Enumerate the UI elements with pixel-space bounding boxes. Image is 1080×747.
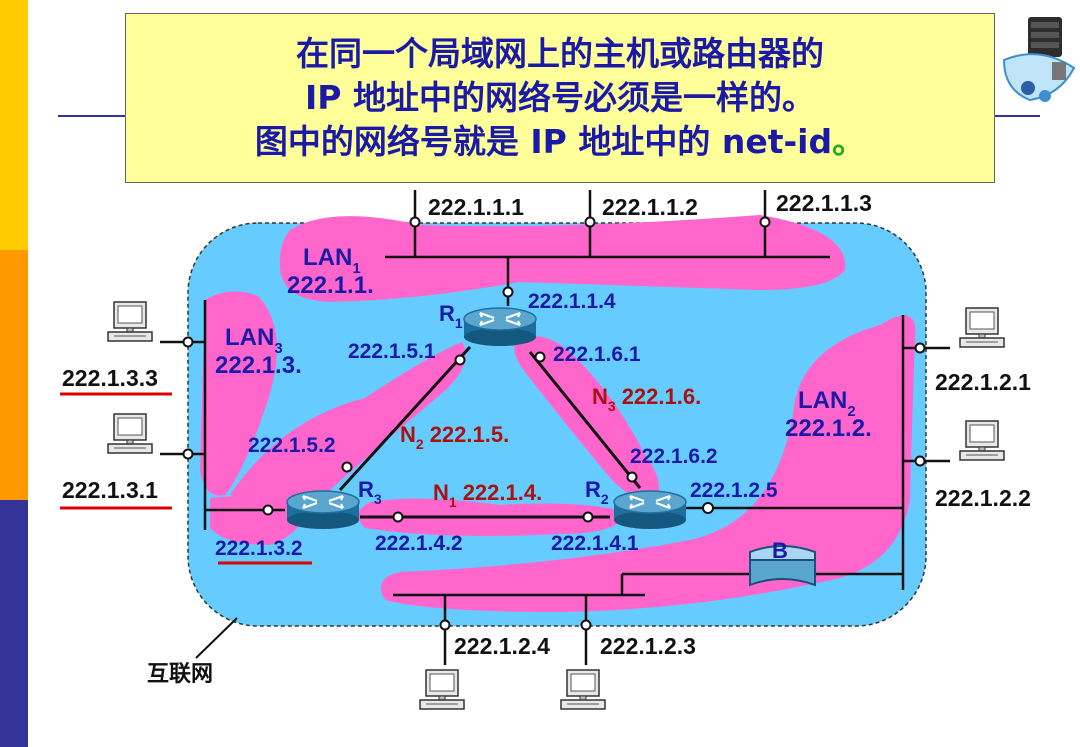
port-dot [702,502,714,514]
sidebar-stripe-yellow [0,0,28,250]
addr-r2-lan2: 222.1.2.5 [690,479,778,502]
network-clipart-icon [1002,17,1076,102]
port-dot [341,461,353,473]
router-r2-icon [612,489,688,531]
router-r1-label: R1 [439,301,463,331]
link-n3 [528,351,642,489]
callout-line-1: 在同一个局域网上的主机或路由器的 [296,34,824,73]
port-dot [439,619,451,631]
addr-host-2-2: 222.1.2.2 [935,485,1031,511]
lan1-label: LAN1 [303,244,361,277]
link-n2 [338,345,472,492]
router-r2-label: R2 [585,477,609,507]
addr-r3-n1: 222.1.4.2 [375,532,463,555]
port-dot [534,351,546,363]
addr-r2-n1: 222.1.4.1 [551,532,639,555]
router-r1-icon [462,306,538,348]
lan2-bus [686,315,950,590]
port-dot [182,448,194,460]
host-222-1-3-1-icon [107,413,153,454]
port-dot [502,286,514,298]
port-dot [182,336,194,348]
host-222-1-3-3-icon [107,301,153,342]
sidebar-stripe-orange [0,250,28,500]
lan2-net: 222.1.2. [785,415,872,442]
bridge-icon [749,545,816,587]
lan3-net: 222.1.3. [215,352,302,379]
lan2-label: LAN2 [798,387,856,420]
callout-line-3-text: 图中的网络号就是 IP 地址中的 net-id [254,122,833,161]
port-dot [392,511,404,523]
host-222-1-2-2-icon [959,420,1005,461]
port-dot [759,216,771,228]
explanation-callout: 在同一个局域网上的主机或路由器的 IP 地址中的网络号必须是一样的。 图中的网络… [125,13,995,183]
addr-r1-n2: 222.1.5.1 [348,340,436,363]
addr-host-3-3: 222.1.3.3 [62,365,158,391]
port-dot [262,504,274,516]
lan3-bottom-blob [210,496,302,545]
host-222-1-2-4-icon [419,669,465,710]
addr-host-1-1: 222.1.1.1 [428,194,524,220]
lan2-blob [380,315,916,612]
port-dot [626,471,638,483]
addr-host-2-1: 222.1.2.1 [935,369,1031,395]
port-dot [582,511,594,523]
addr-r1-lan1: 222.1.1.4 [528,290,616,313]
lan1-net: 222.1.1. [287,272,374,299]
addr-host-3-1: 222.1.3.1 [62,477,158,503]
addr-host-1-3: 222.1.1.3 [776,190,872,216]
lan1-blob [279,215,846,302]
sidebar-stripe-navy [0,500,28,747]
addr-r1-n3: 222.1.6.1 [553,343,641,366]
callout-line-2: IP 地址中的网络号必须是一样的。 [305,78,815,117]
lan3-blob [200,291,277,496]
addr-r3-lan3: 222.1.3.2 [215,537,303,560]
host-222-1-2-1-icon [959,307,1005,348]
router-r3-label: R3 [358,477,382,507]
lan3-label: LAN3 [225,324,283,357]
port-dot [584,216,596,228]
addr-host-2-4: 222.1.2.4 [454,633,550,659]
port-dot [454,354,466,366]
bridge-label: B [772,538,788,563]
callout-line-3-end: 。 [832,122,866,161]
port-dot [914,342,926,354]
callout-line-3: 图中的网络号就是 IP 地址中的 net-id。 [255,120,865,164]
port-dot [409,216,421,228]
internet-pointer-line [195,617,238,659]
port-dot [580,619,592,631]
host-222-1-2-3-icon [560,669,606,710]
addr-r3-n2: 222.1.5.2 [248,434,336,457]
internet-label: 互联网 [147,662,213,687]
port-dot [914,455,926,467]
addr-host-2-3: 222.1.2.3 [600,633,696,659]
router-r3-icon [285,489,361,531]
addr-r2-n3: 222.1.6.2 [630,445,718,468]
addr-host-1-2: 222.1.1.2 [602,194,698,220]
n2-blob [230,342,466,508]
